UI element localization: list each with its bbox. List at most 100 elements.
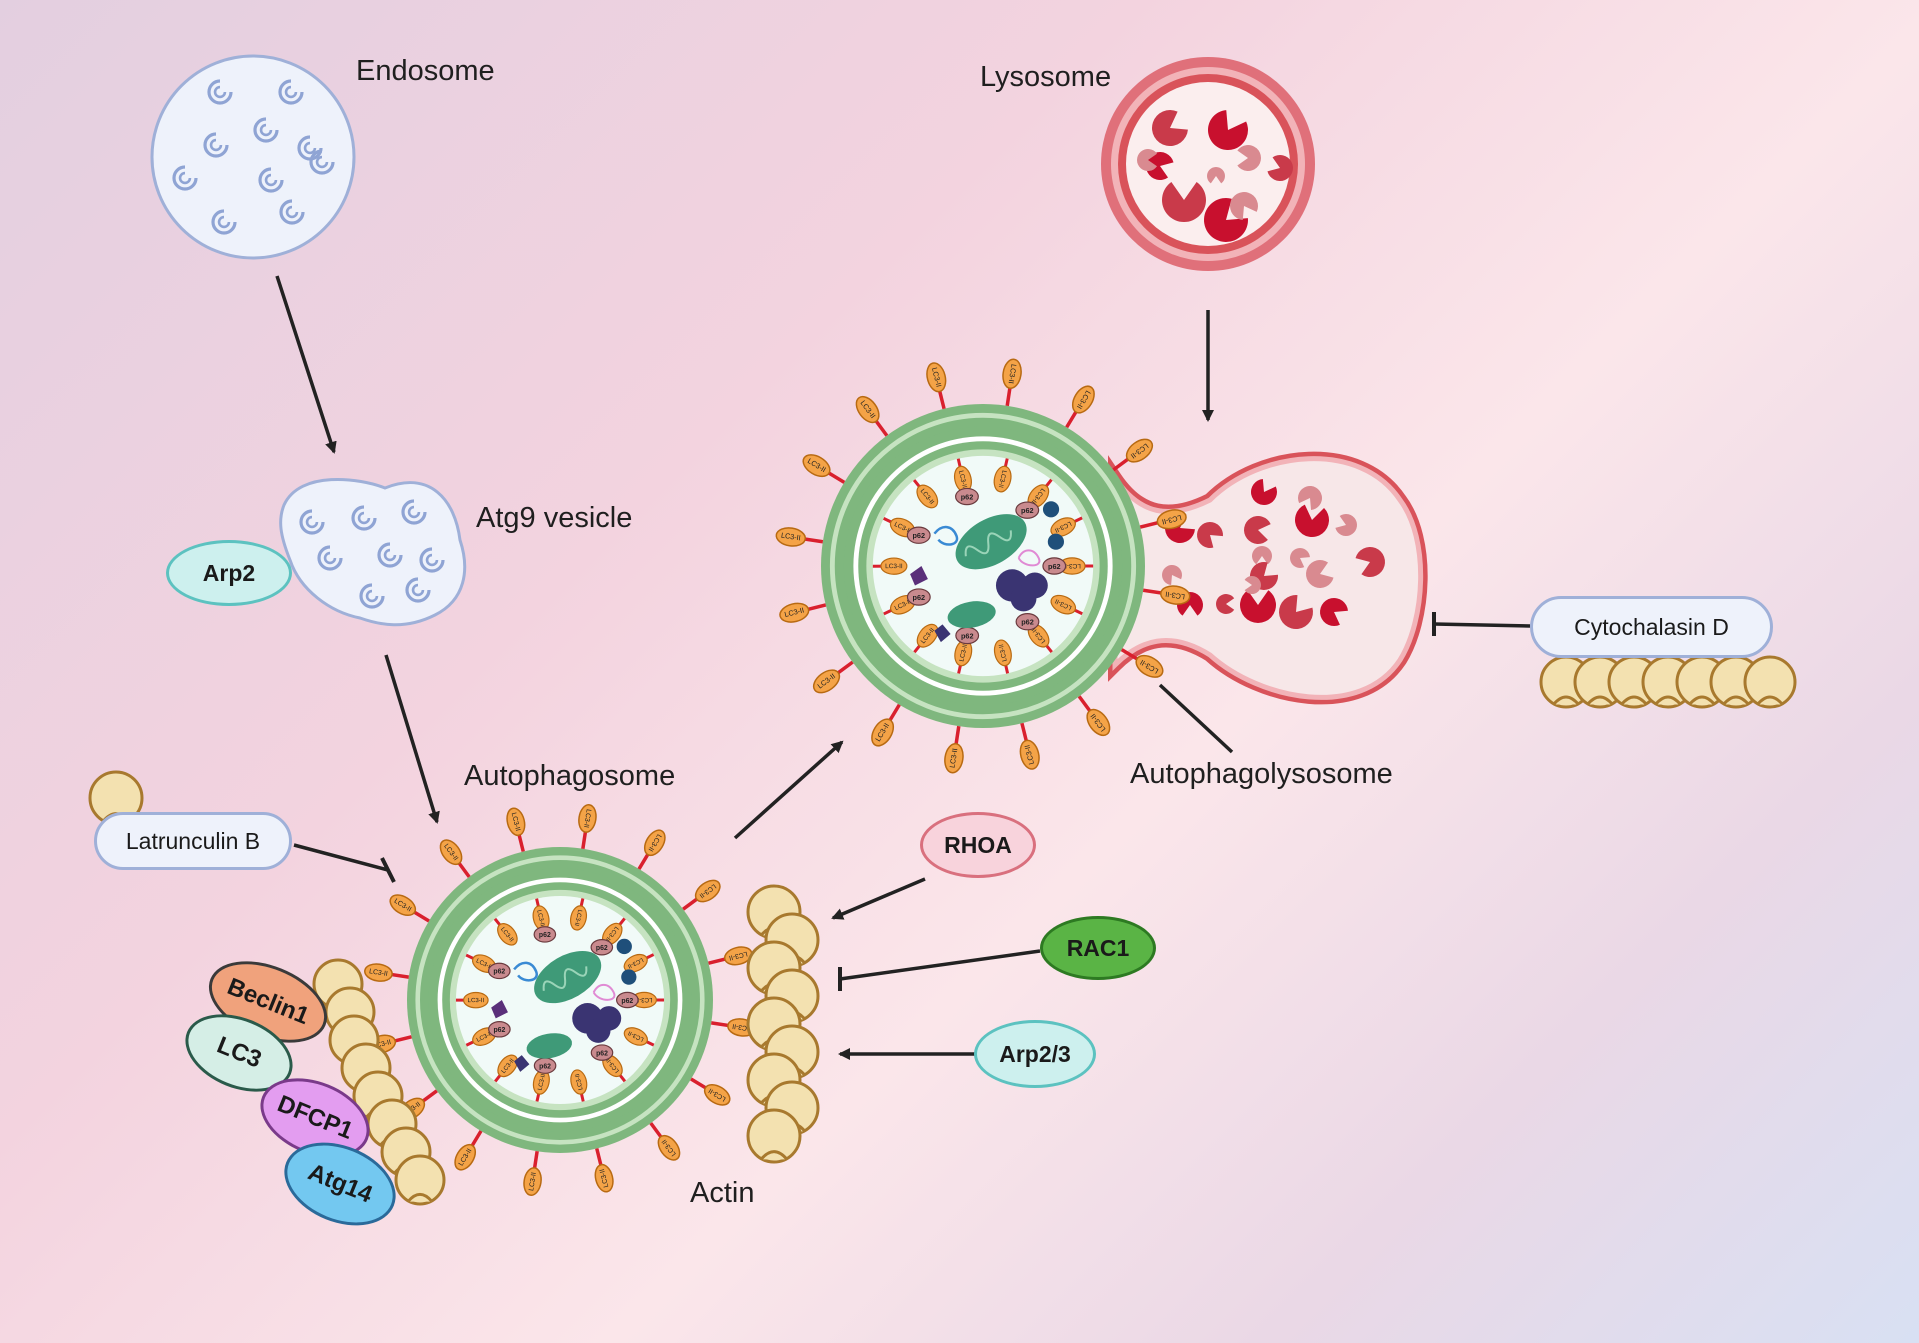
arrows <box>275 275 1234 1060</box>
mitochondrion <box>947 601 996 629</box>
inhibit-latrunculin <box>293 843 389 872</box>
actin-monomer <box>1743 655 1797 709</box>
svg-text:p62: p62 <box>912 531 925 540</box>
lysosomal-enzyme <box>1207 167 1225 184</box>
svg-text:p62: p62 <box>539 932 551 939</box>
mitochondrion <box>526 1033 572 1059</box>
cargo-polygon <box>910 566 928 586</box>
lysosomal-enzyme <box>1252 546 1272 565</box>
cargo-swirl <box>278 79 304 105</box>
cargo-swirl <box>317 545 343 571</box>
svg-text:LC3-II: LC3-II <box>780 531 801 543</box>
svg-text:LC3-II: LC3-II <box>957 470 968 489</box>
lysosomal-enzyme <box>1204 198 1248 243</box>
svg-text:p62: p62 <box>1048 562 1061 571</box>
svg-text:p62: p62 <box>961 631 974 640</box>
lc3-ii-marker: LC3-II <box>1019 739 1040 770</box>
svg-text:p62: p62 <box>596 945 608 952</box>
lc3-ii-marker: LC3-II <box>880 557 908 575</box>
cargo-polygon <box>491 1000 508 1019</box>
svg-text:LC3-II: LC3-II <box>510 812 521 832</box>
rhoa-protein: RHOA <box>920 812 1036 878</box>
lysosomal-enzyme <box>1279 595 1313 630</box>
lc3-ii-marker: LC3-II <box>694 879 721 903</box>
svg-text:LC3-II: LC3-II <box>528 1172 538 1192</box>
autophagolysosome: LC3-IILC3-IILC3-IILC3-IILC3-IILC3-IILC3-… <box>775 358 1428 774</box>
endosome-label: Endosome <box>356 55 495 87</box>
mitochondrion <box>955 514 1027 570</box>
atg9-vesicle <box>279 478 467 627</box>
line-pointer-autophagolysosome <box>1158 683 1234 754</box>
lc3-ii-marker: LC3-II <box>1156 509 1187 530</box>
lc3-ii-marker: LC3-II <box>570 1069 588 1095</box>
lc3-ii-marker: LC3-II <box>1050 517 1076 537</box>
svg-text:LC3-II: LC3-II <box>885 563 903 570</box>
rac1-protein: RAC1 <box>1040 916 1156 980</box>
svg-text:LC3-II: LC3-II <box>1165 590 1186 602</box>
svg-text:p62: p62 <box>493 969 505 976</box>
cargo-dot <box>1042 501 1060 518</box>
lc3-ii-marker: LC3-II <box>1002 358 1022 390</box>
lc3-ii-marker: LC3-II <box>623 1027 648 1046</box>
cargo-swirl <box>309 149 335 175</box>
rna-strand <box>592 983 616 1001</box>
lc3-ii-marker: LC3-II <box>594 1163 614 1193</box>
svg-text:LC3-II: LC3-II <box>997 470 1008 489</box>
lc3-ii-marker: LC3-II <box>916 484 939 509</box>
lysosomal-enzyme <box>1136 149 1158 171</box>
lysosomal-enzyme <box>1335 514 1357 536</box>
p62-marker: p62 <box>488 1021 511 1038</box>
actin-monomer <box>746 1108 802 1164</box>
cargo-swirl <box>401 499 427 525</box>
lc3-ii-marker: LC3-II <box>1027 623 1050 648</box>
inhibition-lines <box>293 612 1531 991</box>
endosome-cargo <box>172 79 335 235</box>
cargo-swirl <box>258 167 284 193</box>
p62-marker: p62 <box>590 938 614 956</box>
lysosomal-enzyme <box>1244 576 1261 594</box>
endosome <box>150 54 356 260</box>
cargo-swirl <box>377 542 403 568</box>
lc3-ii-marker: LC3-II <box>472 1027 497 1046</box>
svg-text:LC3-II: LC3-II <box>1063 562 1081 569</box>
lc3-ii-marker: LC3-II <box>1027 484 1050 509</box>
cargo-swirl <box>297 135 323 161</box>
svg-text:LC3-II: LC3-II <box>535 909 546 927</box>
lc3-ii-marker: LC3-II <box>631 991 657 1009</box>
svg-text:LC3-II: LC3-II <box>372 1039 392 1050</box>
p62-marker: p62 <box>1042 557 1067 575</box>
lysosomal-enzyme <box>1197 522 1223 548</box>
cargo-swirl <box>253 117 279 143</box>
cargo-swirl <box>351 505 377 531</box>
arrow-autophagosome-to-autophagolysosome <box>733 740 844 840</box>
svg-text:p62: p62 <box>596 1050 608 1057</box>
mitochondrion <box>534 950 602 1004</box>
svg-text:p62: p62 <box>1021 506 1034 515</box>
inhibit-rac1 <box>839 949 1041 981</box>
svg-text:LC3-II: LC3-II <box>1007 363 1019 384</box>
svg-text:p62: p62 <box>493 1027 505 1034</box>
lc3-ii-marker: LC3-II <box>954 639 973 667</box>
svg-text:LC3-II: LC3-II <box>574 1073 585 1091</box>
p62-marker: p62 <box>616 991 639 1009</box>
lc3-ii-marker: LC3-II <box>497 923 518 946</box>
lc3-ii-marker: LC3-II <box>703 1083 731 1106</box>
lc3-ii-marker: LC3-II <box>657 1134 681 1161</box>
cargo-swirl <box>203 132 229 158</box>
lysosomal-enzyme <box>1320 598 1348 626</box>
lysosomal-enzyme <box>1355 546 1385 577</box>
cargo-swirl <box>405 577 431 603</box>
actin-filament <box>746 884 820 1164</box>
svg-text:LC3-II: LC3-II <box>369 968 389 978</box>
lysosomal-enzyme <box>1216 594 1235 614</box>
lc3-ii-marker: LC3-II <box>389 894 417 917</box>
inhibit-cytochalasin <box>1433 622 1531 628</box>
lc3-ii-marker: LC3-II <box>602 1054 623 1078</box>
lc3-ii-marker: LC3-II <box>993 639 1012 667</box>
lc3-ii-marker: LC3-II <box>506 807 526 837</box>
actin-filament-branch <box>312 958 446 1206</box>
svg-text:LC3-II: LC3-II <box>468 997 485 1004</box>
arp2-protein: Arp2 <box>166 540 292 606</box>
svg-text:LC3-II: LC3-II <box>537 1073 548 1091</box>
